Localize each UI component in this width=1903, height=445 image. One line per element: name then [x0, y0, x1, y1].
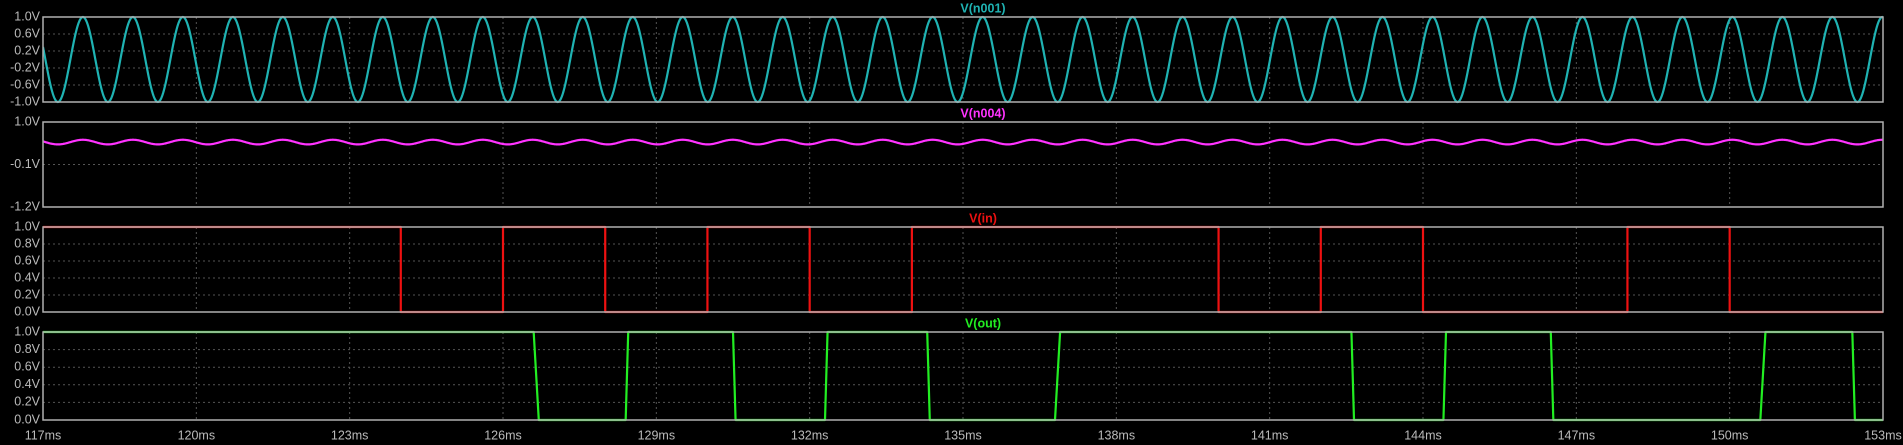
x-tick-label: 144ms [1404, 428, 1442, 442]
x-tick-label: 129ms [638, 428, 676, 442]
y-tick-label: 0.0V [14, 412, 40, 426]
x-tick-label: 123ms [331, 428, 369, 442]
y-tick-label: 0.2V [14, 395, 40, 409]
panel-title-in[interactable]: V(in) [969, 211, 997, 225]
x-tick-label: 138ms [1098, 428, 1136, 442]
y-tick-label: 0.0V [14, 304, 40, 318]
series-trace-n004[interactable] [43, 138, 1883, 146]
x-tick-label: 126ms [484, 428, 522, 442]
series-trace-in[interactable] [43, 225, 1883, 314]
y-tick-label: 1.0V [14, 219, 40, 233]
y-tick-label: 1.0V [14, 324, 40, 338]
y-tick-label: 0.4V [14, 377, 40, 391]
series-trace-out[interactable] [43, 330, 1883, 422]
y-tick-label: 0.4V [14, 270, 40, 284]
x-tick-label: 153ms [1864, 428, 1902, 442]
y-tick-label: 1.0V [14, 9, 40, 23]
y-tick-label: 0.6V [14, 359, 40, 373]
y-tick-label: 0.8V [14, 236, 40, 250]
y-tick-label: 0.2V [14, 287, 40, 301]
series-trace-n001[interactable] [43, 15, 1883, 104]
panel-frame [42, 121, 1884, 208]
x-tick-label: 132ms [791, 428, 829, 442]
x-tick-label: 141ms [1251, 428, 1289, 442]
panel-title-n001[interactable]: V(n001) [960, 1, 1005, 15]
y-tick-label: -1.2V [10, 199, 41, 213]
x-tick-label: 150ms [1711, 428, 1749, 442]
x-tick-label: 117ms [25, 428, 62, 442]
panel-title-out[interactable]: V(out) [965, 316, 1001, 330]
y-tick-label: 0.2V [14, 43, 40, 57]
y-tick-label: 0.8V [14, 342, 40, 356]
x-tick-label: 135ms [944, 428, 982, 442]
x-tick-label: 147ms [1558, 428, 1596, 442]
y-tick-label: 1.0V [14, 114, 40, 128]
y-tick-label: -0.1V [10, 157, 41, 171]
panel-frame [42, 226, 1884, 313]
panel-title-n004[interactable]: V(n004) [960, 106, 1005, 120]
y-tick-label: -1.0V [10, 94, 41, 108]
y-tick-label: -0.2V [10, 60, 41, 74]
panel-frame [42, 16, 1884, 103]
panel-frame [42, 331, 1884, 421]
y-tick-label: 0.6V [14, 253, 40, 267]
y-tick-label: 0.6V [14, 26, 40, 40]
y-tick-label: -0.6V [10, 77, 41, 91]
x-tick-label: 120ms [178, 428, 216, 442]
